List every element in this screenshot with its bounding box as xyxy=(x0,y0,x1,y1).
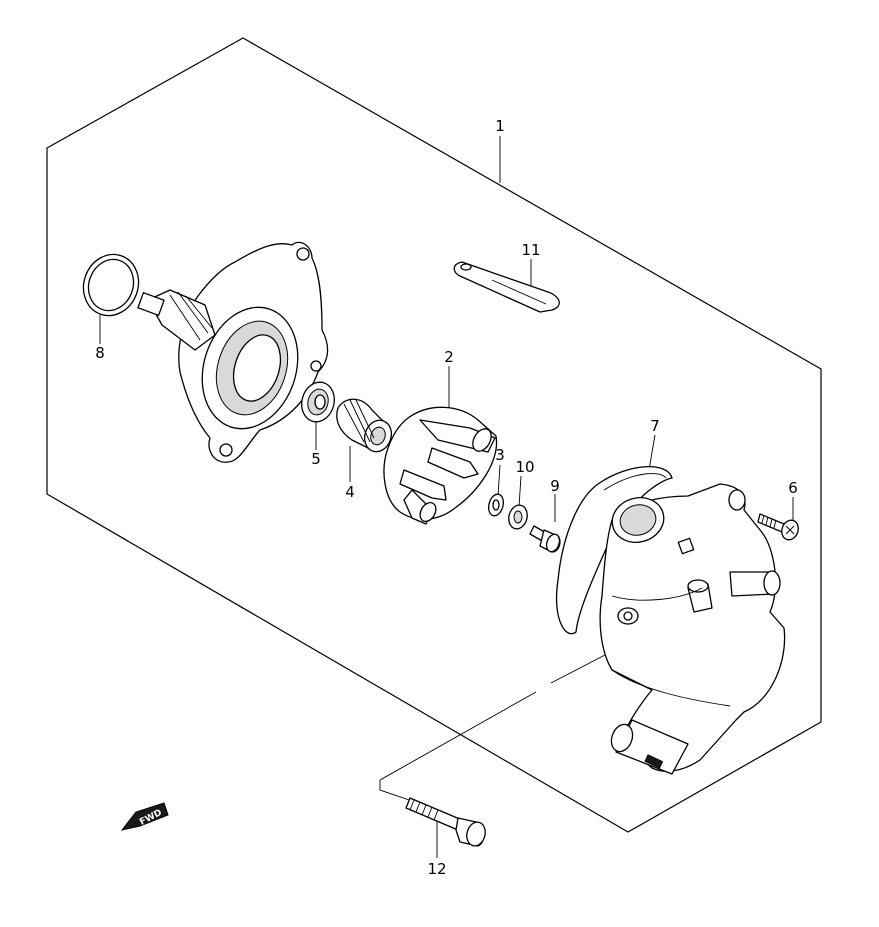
seal-part-5 xyxy=(301,381,335,423)
callout-3: 3 xyxy=(495,446,505,464)
callout-1: 1 xyxy=(495,117,505,135)
washer-part-3 xyxy=(488,493,504,517)
forward-direction-badge: FWD xyxy=(120,802,169,831)
callout-8: 8 xyxy=(95,344,105,362)
screw-part-6 xyxy=(757,513,799,541)
pump-case xyxy=(599,483,786,775)
washer-part-10 xyxy=(508,504,528,530)
callout-12: 12 xyxy=(427,860,446,878)
callout-labels: 1 2 3 4 5 6 7 8 9 10 11 12 xyxy=(95,117,798,878)
callout-4: 4 xyxy=(345,483,355,501)
callout-2: 2 xyxy=(444,348,454,366)
mechanical-seal-part-4 xyxy=(336,398,393,453)
assembly-boundary xyxy=(46,37,822,833)
callout-5: 5 xyxy=(311,450,321,468)
callout-9: 9 xyxy=(550,477,560,495)
pump-body-cover xyxy=(137,241,329,463)
callout-10: 10 xyxy=(515,458,534,476)
o-ring-part-8 xyxy=(82,253,140,317)
bolt-part-12 xyxy=(405,797,486,847)
bolt-part-9 xyxy=(529,525,561,553)
clamp-part-11 xyxy=(453,261,560,313)
callout-6: 6 xyxy=(788,479,798,497)
impeller-part-2 xyxy=(383,406,498,525)
gasket-part-7 xyxy=(556,466,673,635)
callout-11: 11 xyxy=(521,241,540,259)
callout-7: 7 xyxy=(650,417,660,435)
leader-lines xyxy=(99,136,794,858)
